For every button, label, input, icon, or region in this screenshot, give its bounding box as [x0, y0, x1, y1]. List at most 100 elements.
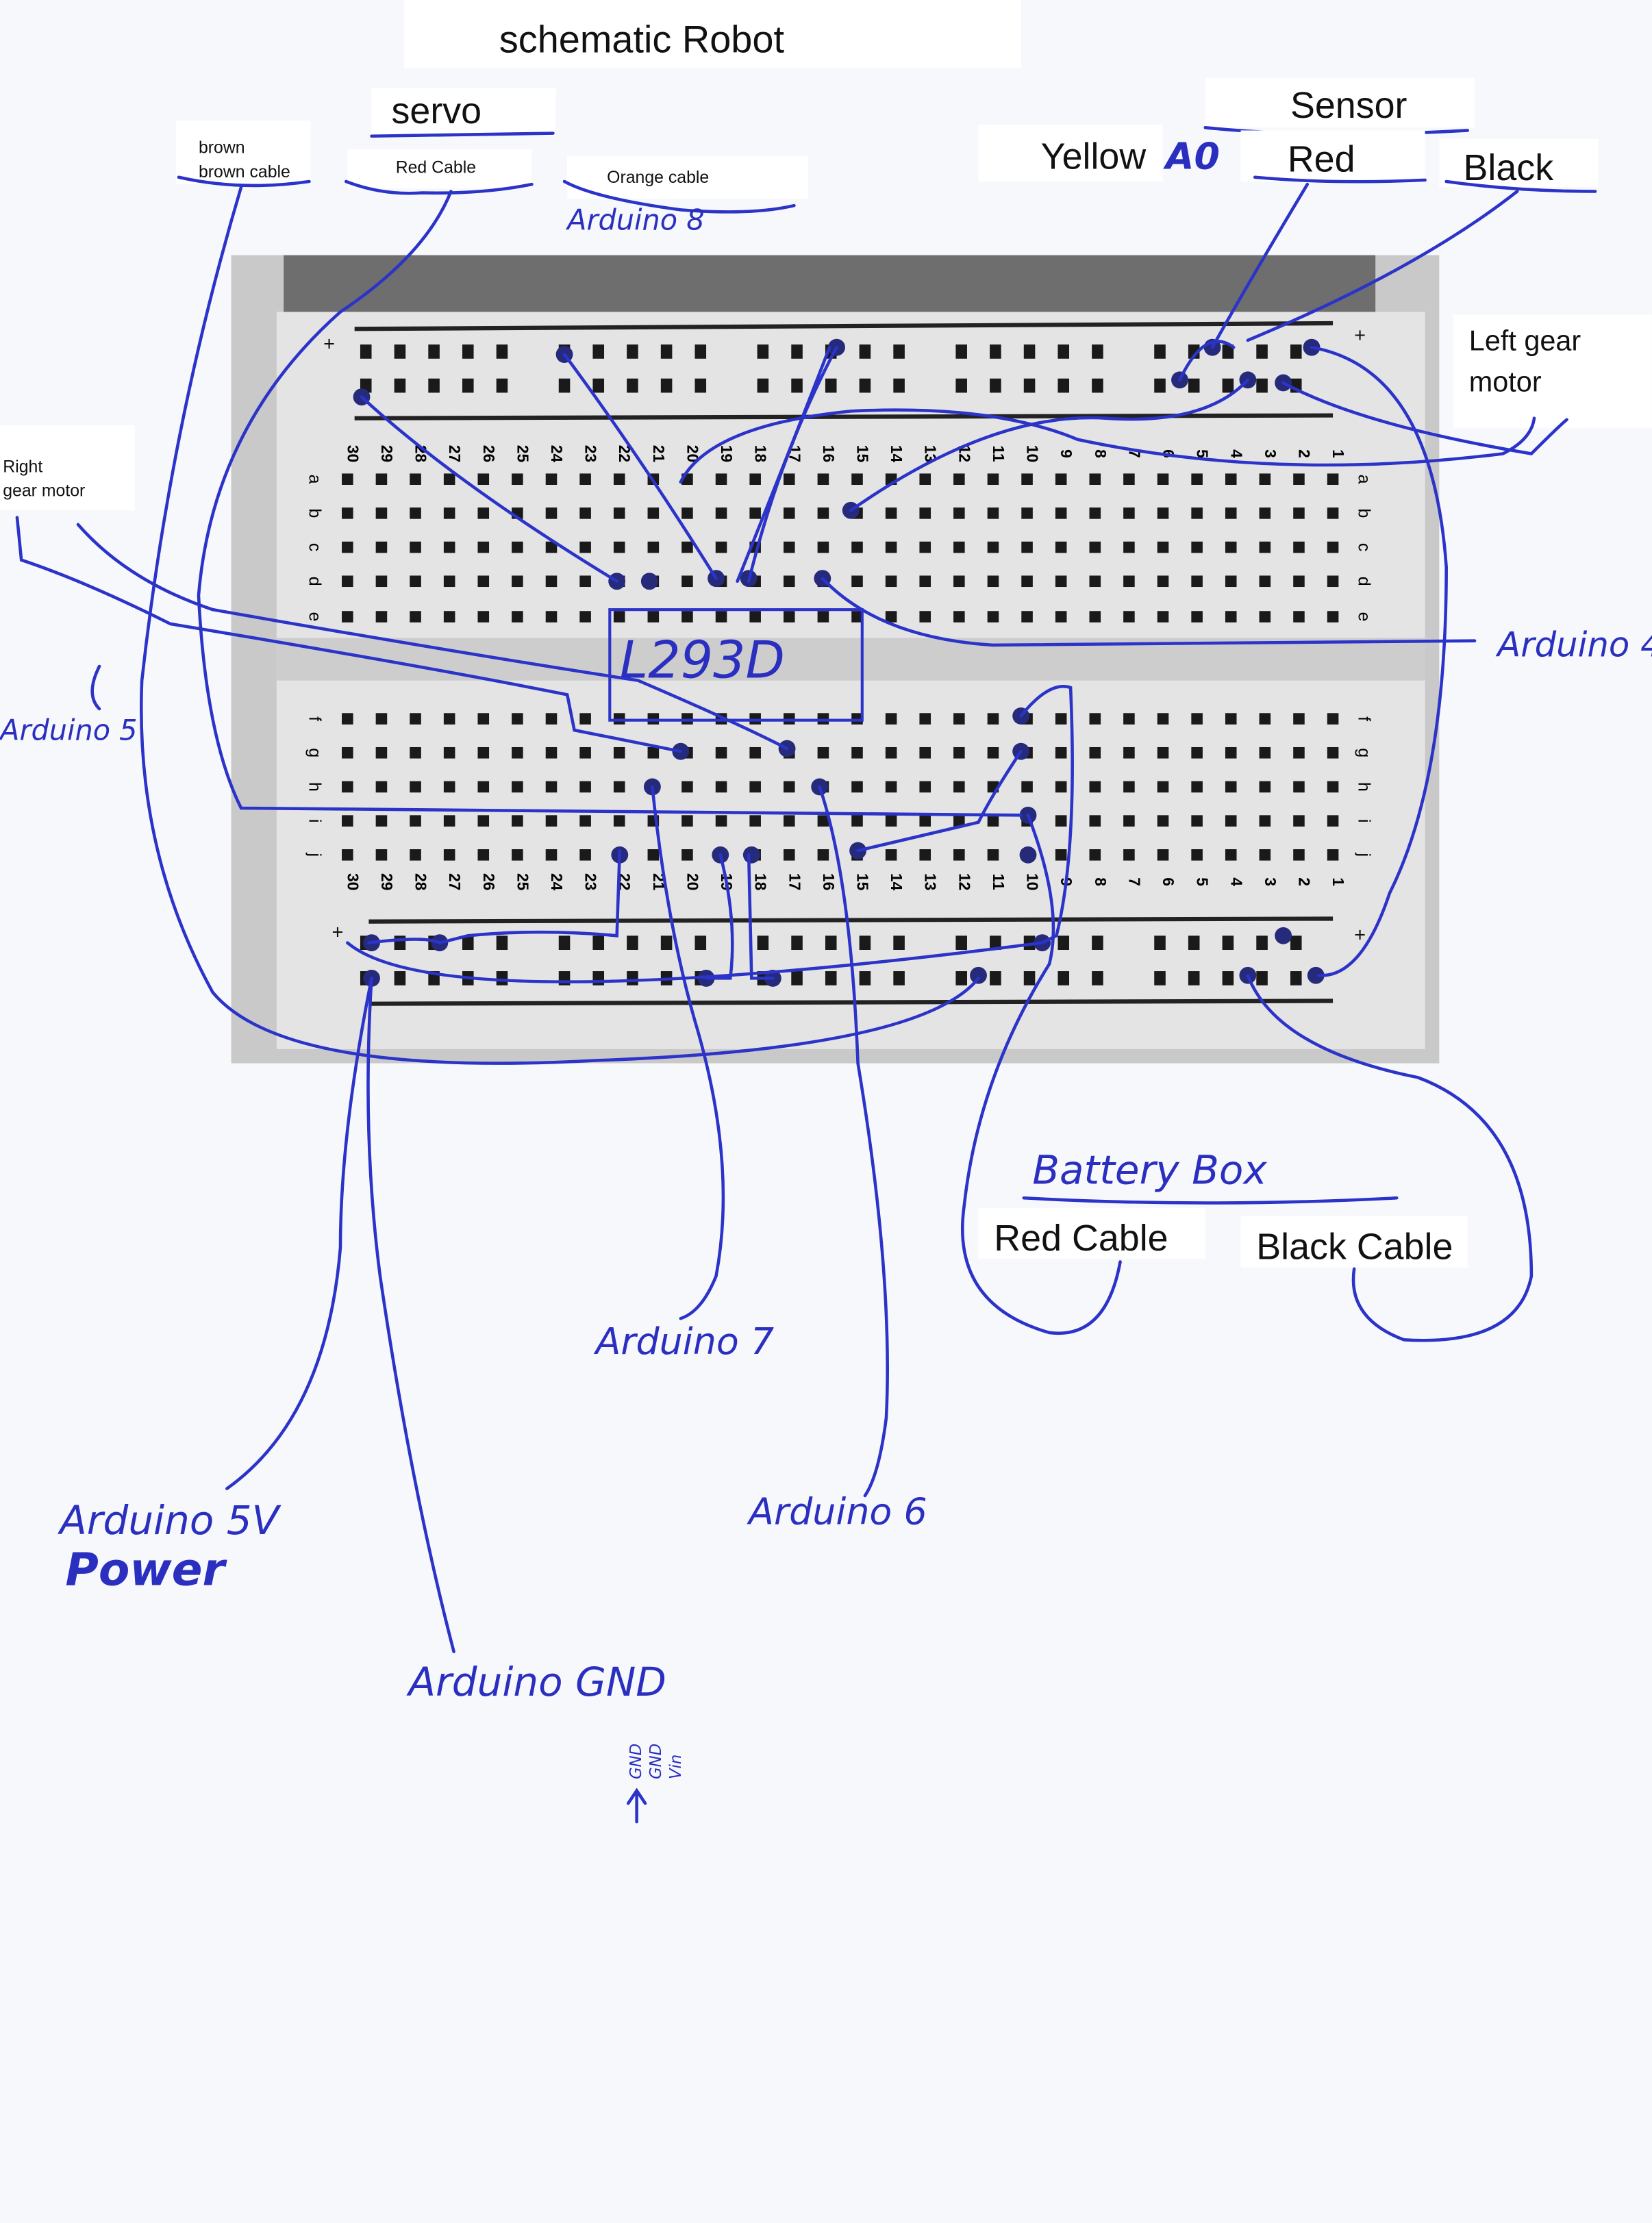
row-letter: a — [1354, 475, 1373, 484]
rail-hole — [1057, 344, 1070, 359]
breadboard-hole — [1259, 473, 1271, 485]
breadboard-hole — [885, 611, 897, 623]
breadboard-hole — [817, 473, 829, 485]
breadboard-hole — [1293, 541, 1305, 553]
breadboard-hole — [342, 575, 353, 588]
breadboard-hole — [1327, 746, 1339, 759]
row-letter: i — [1354, 819, 1373, 823]
rail-hole — [859, 344, 871, 359]
column-number: 5 — [1194, 877, 1212, 886]
rail-hole — [1023, 344, 1036, 359]
breadboard-hole — [1191, 507, 1203, 519]
breadboard-hole — [647, 507, 660, 519]
rail-hole — [592, 378, 605, 393]
breadboard-hole — [342, 507, 353, 519]
arduino-8-label: Arduino 8 — [565, 203, 704, 236]
sensor-black-label: Black — [1464, 147, 1554, 188]
breadboard-hole — [1327, 713, 1339, 725]
arduino-5-label: Arduino 5 — [0, 714, 138, 747]
breadboard-hole — [987, 849, 999, 861]
rail-hole — [1256, 935, 1268, 951]
servo-red-cable-label: Red Cable — [396, 159, 476, 177]
breadboard-hole — [1089, 575, 1101, 588]
breadboard-hole — [1089, 473, 1101, 485]
breadboard-hole — [749, 507, 761, 519]
column-number: 13 — [922, 873, 940, 890]
rail-hole — [1092, 344, 1103, 359]
breadboard-hole — [512, 849, 523, 861]
column-number: 28 — [412, 873, 430, 890]
breadboard-hole — [885, 781, 897, 793]
breadboard-hole — [477, 849, 490, 861]
row-letter: c — [1354, 543, 1373, 551]
gnd-pin-label: GND — [627, 1744, 645, 1779]
breadboard-hole — [1225, 611, 1237, 623]
diagram-title: schematic Robot — [499, 18, 785, 61]
breadboard-hole — [953, 746, 965, 759]
breadboard-hole — [953, 611, 965, 623]
wires — [15, 182, 1568, 1654]
column-number: 23 — [582, 445, 600, 462]
rail-hole — [893, 971, 905, 985]
rail-hole — [791, 935, 803, 951]
column-number: 16 — [820, 445, 838, 462]
breadboard-hole — [1293, 473, 1305, 485]
breadboard-hole — [375, 815, 388, 827]
breadboard-hole — [1055, 473, 1067, 485]
breadboard-hole — [1225, 507, 1237, 519]
rail-hole — [990, 935, 1001, 951]
breadboard-hole — [579, 849, 591, 861]
breadboard-hole — [1157, 781, 1169, 793]
breadboard-hole — [579, 746, 591, 759]
breadboard-hole — [784, 473, 795, 485]
breadboard-hole — [342, 713, 353, 725]
column-number: 15 — [854, 445, 872, 463]
breadboard-hole — [512, 541, 523, 553]
breadboard-hole — [1157, 849, 1169, 861]
breadboard-hole — [1123, 815, 1135, 827]
breadboard-hole — [477, 781, 490, 793]
breadboard-hole — [1327, 781, 1339, 793]
breadboard-hole — [919, 781, 931, 793]
rail-hole — [1057, 935, 1070, 951]
row-letter: b — [1354, 508, 1373, 518]
rail-hole — [462, 935, 474, 951]
rail-hole — [592, 971, 605, 985]
rail-hole — [825, 971, 837, 985]
breadboard-hole — [1327, 473, 1339, 485]
breadboard-hole — [919, 611, 931, 623]
breadboard-hole — [851, 611, 863, 623]
breadboard-hole — [579, 507, 591, 519]
battery-red-label: Red Cable — [994, 1218, 1168, 1259]
column-number: 29 — [378, 445, 396, 462]
breadboard-hole — [851, 541, 863, 553]
breadboard-hole — [1021, 507, 1033, 519]
rail-hole — [859, 971, 871, 985]
breadboard-hole — [1191, 713, 1203, 725]
breadboard-hole — [1055, 507, 1067, 519]
breadboard-hole — [342, 611, 353, 623]
row-letter: j — [1354, 853, 1373, 857]
breadboard-hole — [953, 781, 965, 793]
rail-hole — [627, 344, 638, 359]
rail-hole — [1290, 344, 1302, 359]
breadboard-hole — [784, 815, 795, 827]
breadboard-hole — [512, 713, 523, 725]
breadboard-hole — [1123, 713, 1135, 725]
column-number: 4 — [1227, 449, 1245, 458]
rail-hole — [1092, 378, 1103, 393]
column-number: 30 — [344, 873, 362, 890]
breadboard-hole — [1021, 473, 1033, 485]
rail-hole — [1222, 344, 1234, 359]
breadboard-hole — [885, 815, 897, 827]
breadboard-hole — [443, 781, 455, 793]
breadboard-hole — [851, 575, 863, 588]
rail-plus-label: + — [332, 921, 344, 943]
right-motor-label-2: gear motor — [3, 482, 85, 501]
breadboard-hole — [817, 541, 829, 553]
breadboard-hole — [1293, 507, 1305, 519]
rail-hole — [394, 378, 406, 393]
breadboard-hole — [1157, 575, 1169, 588]
column-number: 11 — [990, 874, 1008, 890]
breadboard-hole — [512, 815, 523, 827]
